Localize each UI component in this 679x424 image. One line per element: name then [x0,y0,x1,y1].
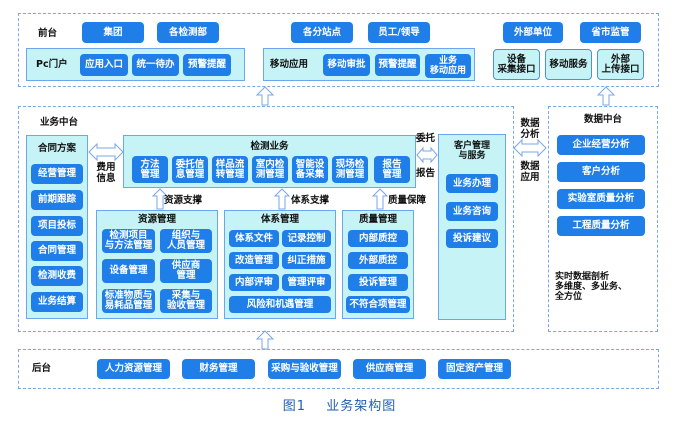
figure-title: 业务架构图 [326,399,397,414]
quality-management-title: 质量管理 [358,214,397,225]
resource-item-equipment[interactable]: 设备管理 [102,259,155,283]
data-center-title: 数据中台 [583,114,622,125]
system-item-reform[interactable]: 改造管理 [229,252,279,269]
system-item-internal-review[interactable]: 内部评审 [229,274,279,291]
data-bidirectional-arrow-icon [513,138,547,158]
contract-item-tracking[interactable]: 前期跟踪 [31,190,83,210]
customer-service-title: 客户管理 与服务 [453,141,490,161]
data-item-customer-analysis[interactable]: 客户分析 [557,162,645,182]
mobile-business-app-button[interactable]: 业务 移动应用 [425,54,471,78]
business-middle-label: 业务中台 [40,117,79,128]
quality-item-internal[interactable]: 内部质控 [348,230,408,247]
mobile-service-button[interactable]: 移动服务 [545,49,592,80]
back-item-hr[interactable]: 人力资源管理 [97,359,170,379]
front-testing-depts-button[interactable]: 各检测部 [157,22,219,43]
resource-support-label: 资源支撑 [164,195,203,206]
system-item-documents[interactable]: 体系文件 [229,230,279,247]
front-label: 前台 [38,28,58,39]
contract-title: 合同方案 [37,143,76,154]
entrust-report-bidirectional-arrow-icon [416,146,438,164]
resource-item-supplier[interactable]: 供应商 管理 [160,259,212,283]
system-support-label: 体系支撑 [291,195,330,206]
mobile-app-label: 移动应用 [270,59,309,70]
testing-business-title: 检测业务 [250,141,289,152]
resource-management-title: 资源管理 [137,214,176,225]
up-arrow-to-middle-icon [255,330,275,350]
testing-item-method[interactable]: 方法 管理 [132,156,168,183]
mobile-approval-button[interactable]: 移动审批 [323,54,370,76]
quality-item-nonconformity[interactable]: 不符合项管理 [346,296,410,313]
resource-item-org-staff[interactable]: 组织与 人员管理 [160,229,212,253]
resource-item-test-method[interactable]: 检测项目 与方法管理 [102,229,155,253]
data-item-enterprise-analysis[interactable]: 企业经营分析 [557,135,645,155]
testing-item-onsite[interactable]: 现场检 测管理 [332,156,368,183]
contract-item-bidding[interactable]: 项目投标 [31,216,83,236]
system-item-risk-opportunity[interactable]: 风险和机遇管理 [229,296,331,313]
figure-caption: 图1 业务架构图 [0,395,679,414]
contract-item-business[interactable]: 经营管理 [31,164,83,184]
system-support-up-arrow-icon [273,188,291,210]
contract-item-settlement[interactable]: 业务结算 [31,292,83,312]
up-arrow-to-mobile-icon [255,86,275,106]
customer-item-consult[interactable]: 业务咨询 [446,202,498,221]
fee-info-bidirectional-arrow-icon [88,142,124,162]
system-management-title: 体系管理 [260,214,299,225]
entrust-label: 委托 [416,133,436,144]
data-application-label: 数据 应用 [520,161,540,183]
testing-item-report[interactable]: 报告 管理 [374,156,410,183]
front-staff-leaders-button[interactable]: 员工/领导 [368,22,430,43]
external-upload-interface-button[interactable]: 外部 上传接口 [597,49,644,80]
back-layer [18,349,659,389]
back-label: 后台 [32,363,52,374]
back-item-procurement[interactable]: 采购与验收管理 [268,359,341,379]
data-center-layer [548,106,658,332]
pc-portal-label: Pc门户 [36,59,68,70]
contract-item-management[interactable]: 合同管理 [31,241,83,261]
customer-item-complaint[interactable]: 投诉建议 [446,229,498,248]
up-arrow-to-external-icon [596,86,616,106]
quality-item-complaint[interactable]: 投诉管理 [348,274,408,291]
data-analysis-label: 数据 分析 [520,118,540,140]
pc-app-entry-button[interactable]: 应用入口 [80,54,128,76]
front-group-button[interactable]: 集团 [82,22,144,43]
fee-info-label: 费用 信息 [96,162,116,184]
system-item-corrective[interactable]: 纠正措施 [282,252,331,269]
quality-assurance-up-arrow-icon [371,188,389,210]
data-item-lab-quality-analysis[interactable]: 实验室质量分析 [557,189,645,209]
quality-assurance-label: 质量保障 [388,195,427,206]
resource-item-collection-acceptance[interactable]: 采集与 验收管理 [160,289,212,313]
customer-service-panel [438,134,506,320]
testing-item-smart-device[interactable]: 智能设 备采集 [292,156,328,183]
system-item-management-review[interactable]: 管理评审 [282,274,331,291]
data-center-note: 实时数据剖析 多维度、多业务、 全方位 [555,272,628,302]
system-item-record-control[interactable]: 记录控制 [282,230,331,247]
front-branch-sites-button[interactable]: 各分站点 [291,22,353,43]
back-item-fixed-assets[interactable]: 固定资产管理 [438,359,511,379]
customer-item-handling[interactable]: 业务办理 [446,174,498,193]
testing-item-entrust-info[interactable]: 委托信 息管理 [172,156,208,183]
contract-item-fees[interactable]: 检测收费 [31,266,83,286]
pc-unified-todo-button[interactable]: 统一待办 [132,54,179,76]
figure-number: 图1 [282,399,306,414]
testing-item-indoor[interactable]: 室内检 测管理 [252,156,288,183]
front-provincial-supervision-button[interactable]: 省市监管 [580,22,641,43]
back-item-finance[interactable]: 财务管理 [182,359,255,379]
pc-alert-reminder-button[interactable]: 预警提醒 [183,54,231,76]
resource-item-standard-materials[interactable]: 标准物质与 易耗品管理 [102,289,155,313]
front-layer [18,13,659,87]
mobile-alert-button[interactable]: 预警提醒 [375,54,420,76]
testing-item-sample-flow[interactable]: 样品流 转管理 [212,156,248,183]
quality-item-external[interactable]: 外部质控 [348,252,408,269]
report-label: 报告 [416,168,436,179]
device-collection-interface-button[interactable]: 设备 采集接口 [493,49,540,80]
front-external-units-button[interactable]: 外部单位 [503,22,563,43]
resource-support-up-arrow-icon [151,188,169,210]
data-item-engineering-quality-analysis[interactable]: 工程质量分析 [557,216,645,236]
back-item-supplier[interactable]: 供应商管理 [353,359,426,379]
